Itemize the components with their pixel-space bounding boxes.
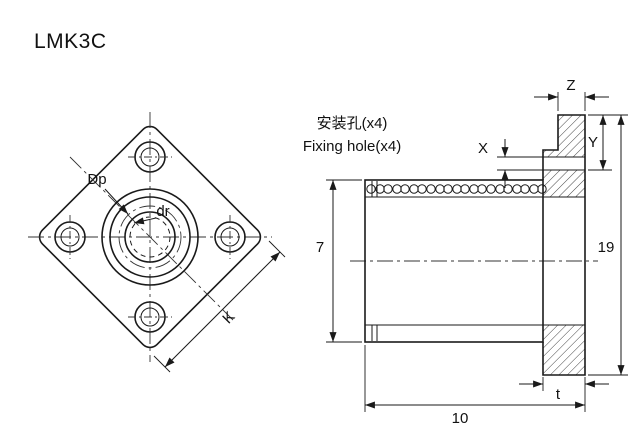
flange-height-label: 19 bbox=[598, 239, 615, 256]
total-length-dimension: 10 bbox=[364, 345, 585, 427]
flange-profile bbox=[542, 114, 586, 376]
outer-diameter-label: 7 bbox=[316, 239, 324, 256]
flange-hatching bbox=[543, 115, 585, 375]
mounting-hole-top bbox=[128, 141, 172, 173]
mounting-hole-bottom bbox=[128, 301, 172, 333]
bearing-bore-circles bbox=[101, 188, 199, 286]
dr-label: dr bbox=[156, 203, 169, 220]
front-view: Dp dr K bbox=[28, 112, 286, 373]
y-dimension-label: Y bbox=[588, 134, 598, 151]
x-dimension: X bbox=[478, 139, 543, 188]
mounting-hole-left bbox=[54, 215, 86, 259]
total-length-label: 10 bbox=[452, 410, 469, 427]
dr-leader-line bbox=[133, 217, 157, 225]
z-dimension-label: Z bbox=[566, 77, 575, 94]
bearing-body bbox=[364, 179, 544, 343]
x-dimension-label: X bbox=[478, 140, 488, 157]
y-dimension: Y bbox=[588, 115, 612, 171]
flange-thickness-label: t bbox=[556, 386, 561, 403]
mounting-hole-note-cn: 安装孔(x4) bbox=[317, 115, 388, 132]
flange-thickness-dimension: t bbox=[519, 377, 609, 412]
drawing-title: LMK3C bbox=[34, 30, 107, 53]
dp-label: Dp bbox=[87, 171, 106, 188]
dp-leader-line bbox=[104, 188, 129, 215]
outer-diameter-dimension: 7 bbox=[316, 179, 362, 343]
k-dimension-label: K bbox=[219, 308, 238, 327]
ball-row bbox=[366, 184, 547, 194]
z-dimension: Z bbox=[534, 77, 609, 111]
mounting-hole-note-en: Fixing hole(x4) bbox=[303, 138, 401, 155]
side-view: 安装孔(x4) Fixing hole(x4) bbox=[303, 77, 628, 427]
flange-height-dimension: 19 bbox=[588, 114, 628, 376]
